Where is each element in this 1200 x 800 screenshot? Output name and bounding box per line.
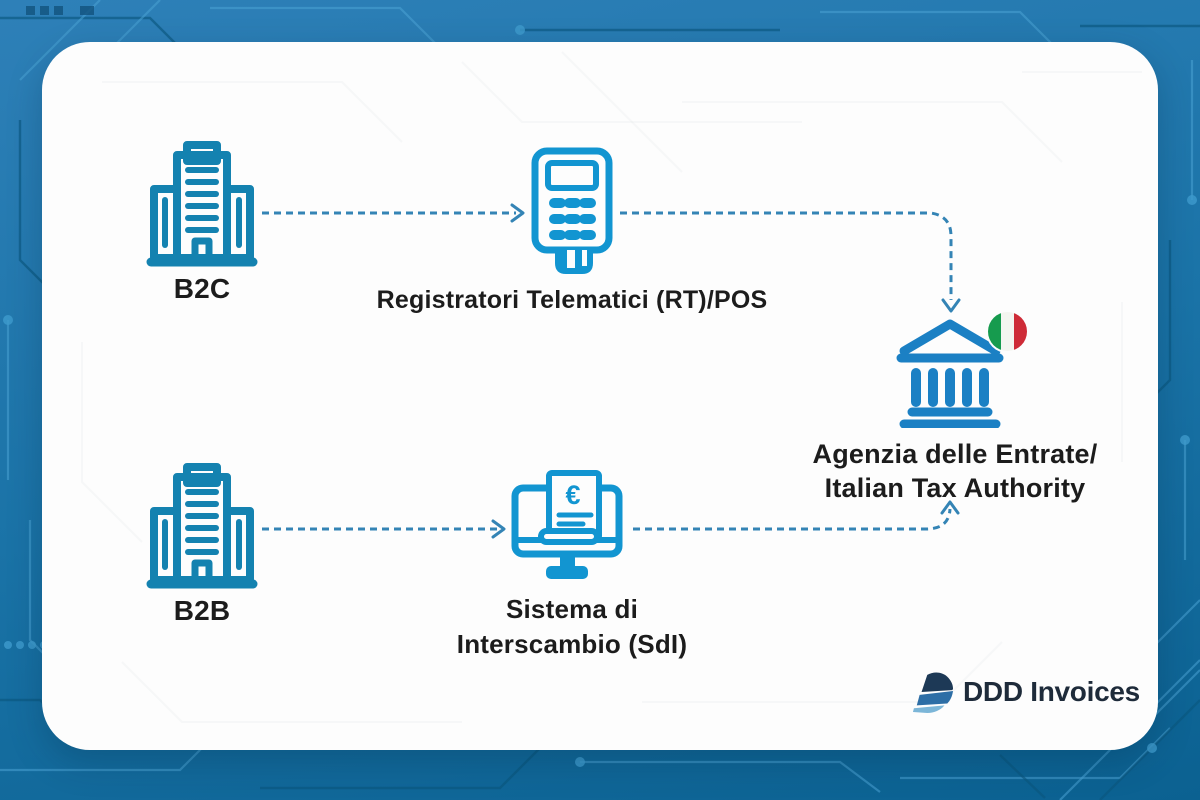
b2c-building-icon <box>146 141 258 267</box>
tax-authority-label: Agenzia delle Entrate/ Italian Tax Autho… <box>780 437 1130 505</box>
ddd-invoices-logo-icon <box>912 672 954 713</box>
ddd-invoices-logo: DDD Invoices <box>912 670 1140 714</box>
tax-authority-label-line1: Agenzia delle Entrate/ <box>812 439 1098 469</box>
sdi-label-line1: Sistema di <box>505 594 639 624</box>
b2b-building-icon <box>146 463 258 589</box>
tax-authority-label-line2: Italian Tax Authority <box>824 473 1086 503</box>
ddd-invoices-logo-text: DDD Invoices <box>963 676 1140 707</box>
sdi-label: Sistema di Interscambio (SdI) <box>442 592 702 662</box>
pos-terminal-icon <box>531 147 613 274</box>
sdi-euro-symbol: € <box>565 480 580 510</box>
b2c-label: B2C <box>173 273 231 304</box>
tax-authority-bank-icon <box>896 319 1004 428</box>
rt-pos-label: Registratori Telematici (RT)/POS <box>376 286 768 314</box>
sdi-label-line2: Interscambio (SdI) <box>456 629 688 659</box>
b2b-label: B2B <box>173 595 231 626</box>
italy-flag-icon <box>988 312 1027 351</box>
sdi-invoice-monitor-icon: € <box>511 470 623 579</box>
